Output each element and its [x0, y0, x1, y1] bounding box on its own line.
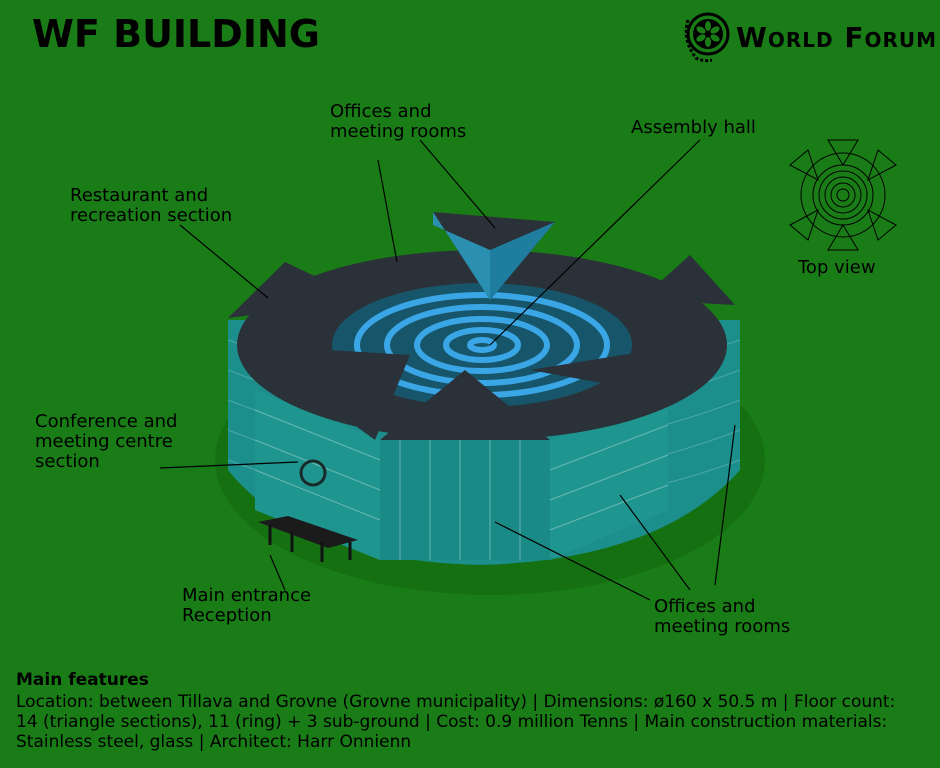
emblem-icon: [684, 12, 730, 63]
label-restaurant: Restaurant and recreation section: [70, 186, 232, 226]
label-line: Offices and: [654, 596, 756, 617]
label-offices-bottom: Offices and meeting rooms: [654, 597, 790, 637]
east-wing-roof: [640, 255, 735, 305]
label-line: Conference and: [35, 411, 178, 432]
label-assembly-hall: Assembly hall: [631, 117, 756, 138]
features-text: Location: between Tillava and Grovne (Gr…: [16, 692, 896, 752]
conference-wing-roof: [245, 345, 410, 440]
office-wing-roof: [530, 340, 715, 395]
wing-window-lines: [254, 409, 669, 560]
entrance-wing-wall: [380, 440, 550, 560]
restaurant-wing-roof: [228, 262, 365, 318]
label-offices-top: Offices and meeting rooms: [330, 102, 466, 142]
world-forum-logo: World Forum: [682, 10, 937, 64]
label-top-view: Top view: [798, 257, 876, 278]
wall-emblem-icon: [299, 459, 327, 487]
north-wing-glass-right: [490, 222, 555, 300]
top-view-icon: [789, 139, 897, 251]
north-wing-glass-left: [433, 212, 490, 300]
label-line: meeting centre: [35, 431, 173, 452]
logo-text: World Forum: [736, 20, 938, 54]
label-entrance: Main entrance Reception: [182, 586, 311, 626]
leader-lines: [159, 139, 736, 601]
entrance-canopy: [258, 516, 358, 562]
label-conference: Conference and meeting centre section: [35, 412, 177, 472]
features-heading: Main features: [16, 670, 149, 690]
label-line: Reception: [182, 605, 272, 626]
entrance-wing-roof: [380, 370, 550, 440]
label-line: Offices and: [330, 101, 432, 122]
label-line: Restaurant and: [70, 185, 209, 206]
page-title: WF BUILDING: [32, 12, 320, 56]
label-line: meeting rooms: [654, 616, 791, 637]
label-line: Main entrance: [182, 585, 312, 606]
label-line: meeting rooms: [330, 121, 467, 142]
label-line: section: [35, 451, 100, 472]
label-line: recreation section: [70, 205, 233, 226]
assembly-hall-atrium: [332, 283, 632, 407]
